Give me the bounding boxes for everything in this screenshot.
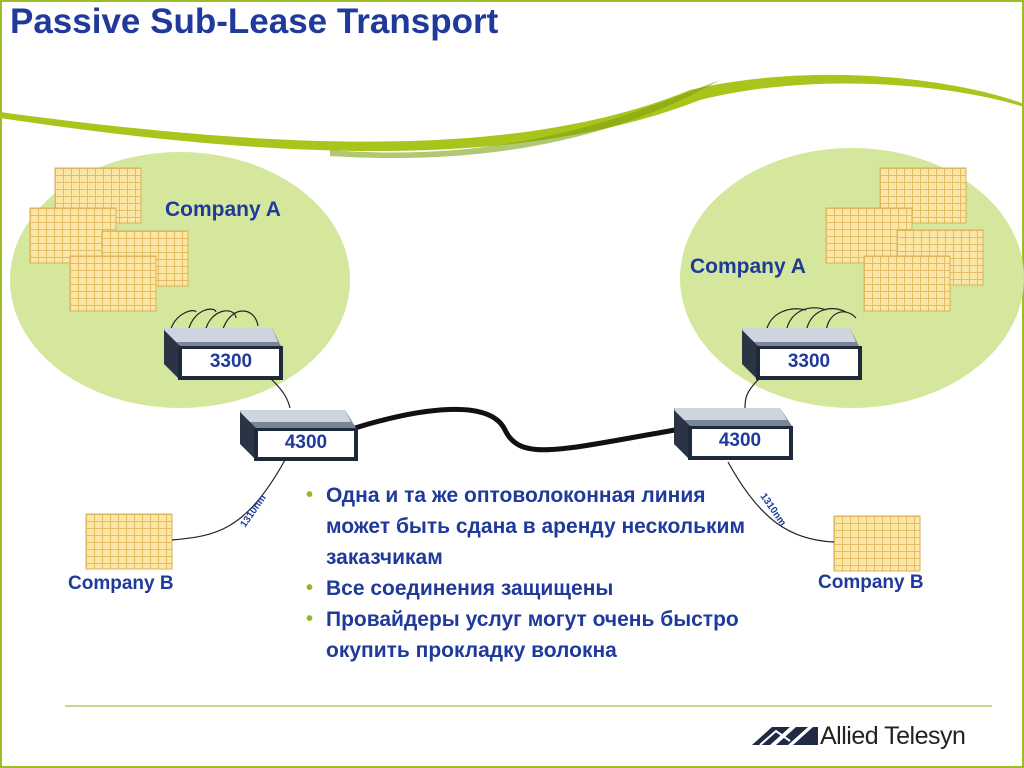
building-icon (85, 513, 173, 570)
building-icon (69, 255, 157, 312)
bullet-dot-icon: • (306, 577, 314, 599)
switch-3300-right (742, 328, 862, 380)
building-icon (863, 255, 951, 312)
company-a-label-left: Company A (165, 198, 281, 221)
switch-4300-left-label: 4300 (284, 432, 328, 453)
switch-4300-left (240, 410, 358, 461)
bullet-text: Одна и та же оптоволоконная линия может … (326, 484, 745, 569)
bullet-item: • Одна и та же оптоволоконная линия может… (302, 480, 772, 573)
switch-3300-left (164, 328, 283, 380)
link-left-3300-4300 (269, 377, 291, 409)
logo-wordmark: Allied Telesyn (820, 722, 966, 750)
wavelength-label-left: 1310nm (238, 493, 268, 530)
page-title: Passive Sub-Lease Transport (10, 2, 499, 41)
header-swoosh (0, 74, 1024, 152)
leased-fiber-link (354, 406, 676, 453)
bullet-text: Провайдеры услуг могут очень быстро окуп… (326, 608, 739, 662)
bullet-list: • Одна и та же оптоволоконная линия может… (302, 480, 772, 666)
switch-3300-right-label: 3300 (787, 351, 831, 372)
link-right-3300-4300 (744, 377, 761, 409)
switch-4300-right-label: 4300 (718, 430, 762, 451)
site-a-right-cables (765, 307, 857, 333)
link-left-company-b (171, 459, 286, 541)
bullet-dot-icon: • (306, 484, 314, 506)
bullet-item: • Провайдеры услуг могут очень быстро оку… (302, 604, 772, 666)
site-a-left-cables (169, 308, 259, 333)
company-a-label-right: Company A (690, 255, 806, 278)
switch-4300-right (674, 408, 793, 460)
header-swoosh-shade (330, 80, 720, 159)
bullet-text: Все соединения защищены (326, 577, 614, 600)
building-icon (833, 515, 921, 572)
allied-telesyn-logo-icon (752, 727, 818, 746)
company-b-label-left: Company B (68, 573, 174, 594)
bullet-item: • Все соединения защищены (302, 573, 772, 604)
company-b-label-right: Company B (818, 572, 924, 593)
switch-3300-left-label: 3300 (209, 351, 253, 372)
link-right-company-b (727, 461, 835, 543)
bullet-dot-icon: • (306, 608, 314, 630)
